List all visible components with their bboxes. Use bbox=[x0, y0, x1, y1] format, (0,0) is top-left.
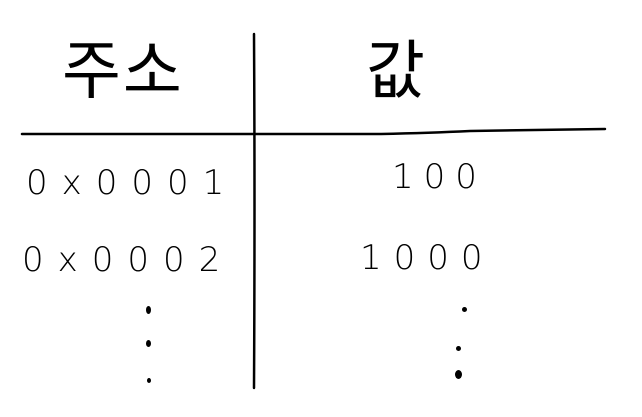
value-column-header: 값 bbox=[366, 35, 427, 109]
row-2-value: 1000 bbox=[360, 238, 495, 278]
row-1-value: 100 bbox=[392, 157, 487, 197]
row-1-address: 0x0001 bbox=[26, 163, 239, 203]
header-divider-line bbox=[20, 127, 607, 136]
row-2-address: 0x0002 bbox=[22, 240, 235, 280]
address-column-header: 주소 bbox=[62, 35, 184, 109]
column-divider-line bbox=[252, 32, 256, 390]
